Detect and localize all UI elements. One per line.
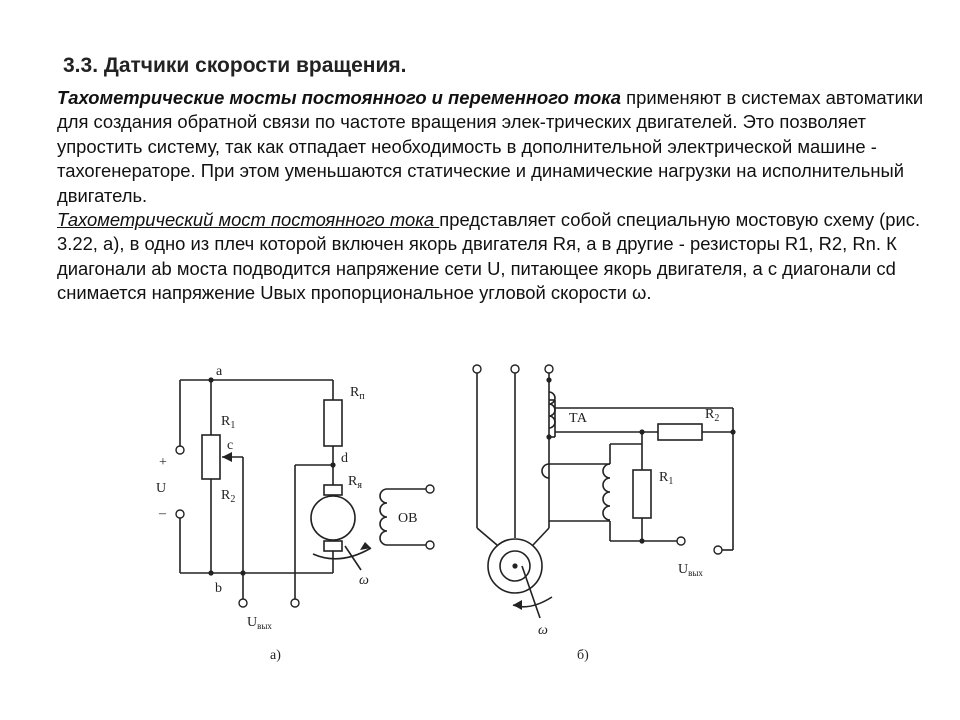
junction [639,429,645,435]
paragraph-bridges: Тахометрические мосты постоянного и пере… [57,86,937,208]
label-rya: Rя [348,474,362,491]
label-minus: – [158,506,167,521]
label-uout-b: Uвых [678,562,703,578]
label-rya-main: R [348,474,358,489]
label-ov: ОВ [398,511,417,526]
label-r2: R2 [221,488,235,505]
label-uout-a-main: U [247,615,257,630]
label-node-c: c [227,438,233,453]
junction-d [330,462,336,468]
wire [532,527,550,546]
terminal-uout [290,598,300,608]
motor-brush-bottom [323,540,343,552]
label-uout-a-sub: вых [257,621,272,631]
label-r1: R1 [221,414,235,431]
label-node-b: b [215,581,222,596]
slider-arrow [222,452,232,462]
label-u: U [156,481,166,496]
wire [476,527,498,546]
label-r1-b-main: R [659,470,669,485]
ac-motor-rotor [499,550,531,582]
ac-motor-stator [487,538,543,594]
junction [240,570,246,576]
resistor-rn [323,399,343,447]
figure-b-schematic [476,373,734,619]
label-r1-main: R [221,414,231,429]
terminal-uout [238,598,248,608]
caption-figure-b: б) [577,648,589,663]
ta-primary-coil [548,391,556,429]
resistor-r1-r2 [201,434,221,480]
resistor-r1-b [632,469,652,519]
resistor-r2 [657,423,703,441]
junction [730,429,736,435]
paragraph-dc-bridge-lead: Тахометрический мост постоянного тока [57,209,440,231]
label-r2-b-sub: 2 [714,413,719,424]
junction [546,434,552,440]
transformer-secondary [602,463,611,521]
label-plus: + [159,455,167,470]
field-winding-coil [379,488,388,546]
omega-leader [344,545,362,571]
label-rn-sub: п [359,391,365,402]
caption-figure-a: а) [270,648,281,663]
terminal-phase [472,364,482,374]
paragraph-bridges-lead: Тахометрические мосты постоянного и пере… [57,87,622,108]
terminal-plus [175,445,185,455]
paragraph-dc-bridge-rest: представляет собой специальную мостовую … [57,209,921,304]
label-uout-b-main: U [678,562,688,577]
terminal-phase [544,364,554,374]
label-r1-b: R1 [659,470,673,487]
label-rn-main: R [350,385,360,400]
terminal-ov [425,540,435,550]
junction-a [208,377,214,383]
label-omega-a: ω [359,573,369,588]
label-r2-main: R [221,488,231,503]
terminal-uout [713,545,723,555]
slide-title: 3.3. Датчики скорости вращения. [63,54,407,77]
rotation-arrowhead [360,542,371,550]
junction [639,538,645,544]
label-omega-b: ω [538,623,548,638]
motor-center [512,563,518,569]
label-uout-a: Uвых [247,615,272,631]
paragraph-bridges-rest: применяют в системах автоматики для созд… [57,87,924,206]
junction-b [208,570,214,576]
label-rn: Rп [350,385,365,402]
omega-leader [521,565,541,619]
rotation-arc [312,547,372,560]
terminal-uout [676,536,686,546]
terminal-ov [425,484,435,494]
paragraph-dc-bridge: Тахометрический мост постоянного тока пр… [57,208,937,306]
label-node-a: a [216,364,223,379]
junction [546,377,552,383]
transformer-primary [541,463,550,479]
motor-armature [310,495,356,541]
label-r1-b-sub: 1 [668,476,673,487]
figure-a-schematic [179,379,427,603]
label-r2-b-main: R [705,407,715,422]
label-node-d: d [341,451,348,466]
terminal-phase [510,364,520,374]
label-ta: ТА [569,411,588,426]
label-rya-sub: я [357,480,362,491]
label-r1-sub: 1 [230,420,235,431]
rotation-arrowhead [513,600,522,610]
body-text: Тахометрические мосты постоянного и пере… [57,86,937,306]
motor-brush-top [323,484,343,496]
label-r2-b: R2 [705,407,719,424]
label-r2-sub: 2 [230,494,235,505]
label-uout-b-sub: вых [688,568,703,578]
terminal-minus [175,509,185,519]
